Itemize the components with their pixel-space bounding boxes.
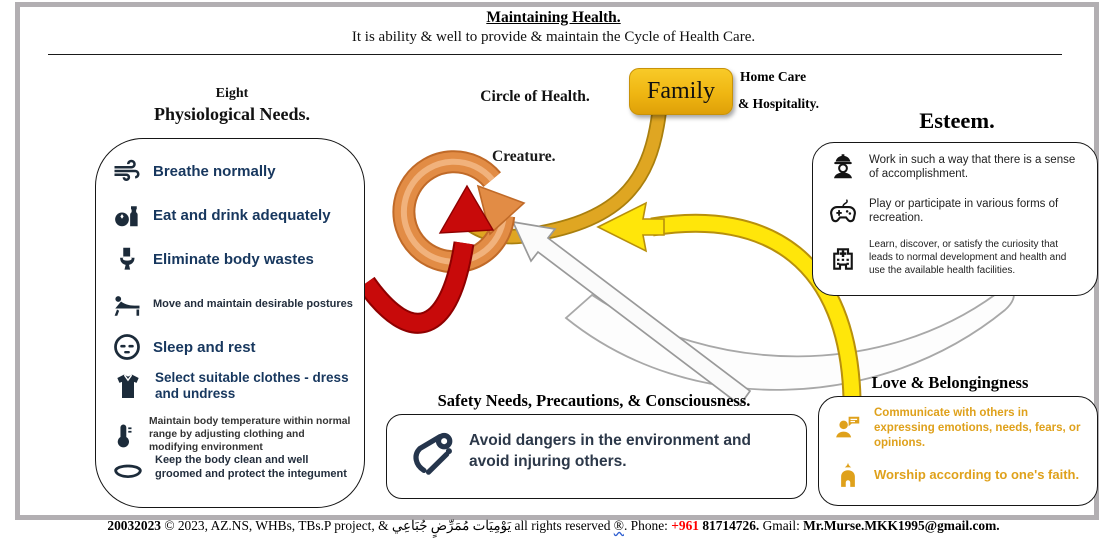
need-label: Breathe normally bbox=[153, 162, 276, 180]
food-drink-icon bbox=[112, 200, 142, 230]
sleep-icon bbox=[112, 332, 142, 362]
hospital-icon bbox=[828, 243, 858, 273]
list-item: Avoid dangers in the environment and avo… bbox=[406, 426, 786, 478]
list-item: Breathe normally bbox=[112, 156, 356, 186]
safety-item-text: Avoid dangers in the environment and avo… bbox=[469, 432, 751, 470]
need-label: Eat and drink adequately bbox=[153, 206, 331, 224]
thermometer-icon bbox=[112, 422, 138, 448]
need-label: Sleep and rest bbox=[153, 338, 256, 356]
list-item: Move and maintain desirable postures bbox=[112, 290, 356, 320]
esteem-box bbox=[812, 142, 1098, 296]
list-item: Work in such a way that there is a sense… bbox=[828, 152, 1084, 182]
posture-icon bbox=[112, 290, 142, 320]
physiological-title-line2: Physiological Needs. bbox=[154, 104, 310, 124]
creature-label: Creature. bbox=[492, 148, 556, 165]
esteem-item-text: Learn, discover, or satisfy the curiosit… bbox=[869, 239, 1067, 276]
safety-box bbox=[386, 414, 807, 499]
header-divider bbox=[48, 54, 1062, 55]
physiological-needs-box bbox=[95, 138, 365, 508]
page-subtitle: It is ability & well to provide & mainta… bbox=[351, 29, 756, 45]
list-item: Play or participate in various forms of … bbox=[828, 196, 1084, 226]
footer-gmail: Mr.Murse.MKK1995@gmail.com. bbox=[803, 518, 1000, 533]
home-care-note-line1: Home Care bbox=[740, 69, 807, 84]
love-item-text: Worship according to one's faith. bbox=[874, 466, 1080, 482]
list-item: Communicate with others in expressing em… bbox=[833, 406, 1083, 451]
list-item: Eat and drink adequately bbox=[112, 200, 356, 230]
love-item-text: Communicate with others in expressing em… bbox=[874, 407, 1081, 449]
need-label: Select suitable clothes - dress and undr… bbox=[155, 370, 349, 402]
esteem-item-text: Play or participate in various forms of … bbox=[869, 197, 1059, 224]
footer-gmail-label: Gmail: bbox=[762, 518, 800, 533]
list-item: Maintain body temperature within normal … bbox=[112, 416, 356, 455]
physiological-title-line1: Eight bbox=[215, 86, 249, 101]
need-label: Keep the body clean and well groomed and… bbox=[155, 454, 347, 480]
page-title: Maintaining Health. bbox=[0, 9, 1107, 27]
footer-arabic: يَوْمِيَات مُمَرِّضٍ جُبَاعِي bbox=[391, 518, 512, 533]
family-box: Family bbox=[629, 68, 733, 115]
list-item: Learn, discover, or satisfy the curiosit… bbox=[828, 238, 1084, 277]
need-label: Move and maintain desirable postures bbox=[153, 298, 353, 311]
footer-date-code: 20032023 bbox=[107, 518, 161, 533]
footer-rights: all rights reserved bbox=[514, 518, 611, 533]
footer-copyright: © 2023, AZ.NS, WHBs, TBs.P project, & bbox=[164, 518, 389, 533]
need-label: Eliminate body wastes bbox=[153, 250, 314, 268]
worker-icon bbox=[828, 152, 858, 182]
footer-phone-number: 81714726. bbox=[702, 518, 760, 533]
love-belongingness-box bbox=[818, 396, 1098, 506]
wind-icon bbox=[112, 156, 142, 186]
list-item: Eliminate body wastes bbox=[112, 244, 356, 274]
list-item: Keep the body clean and well groomed and… bbox=[112, 452, 356, 484]
footer-sep: . Phone: bbox=[623, 518, 668, 533]
home-care-note-line2: & Hospitality. bbox=[738, 96, 820, 111]
toilet-icon bbox=[112, 244, 142, 274]
need-label: Maintain body temperature within normal … bbox=[149, 416, 351, 453]
communicate-icon bbox=[833, 413, 863, 443]
registered-mark: ® bbox=[613, 518, 624, 533]
clothes-icon bbox=[112, 370, 144, 402]
worship-icon bbox=[833, 460, 863, 490]
game-controller-icon bbox=[828, 196, 858, 226]
list-item: Worship according to one's faith. bbox=[833, 460, 1083, 490]
safety-pin-icon bbox=[406, 426, 458, 478]
love-belongingness-title: Love & Belongingness bbox=[871, 373, 1029, 392]
bath-icon bbox=[112, 452, 144, 484]
circle-of-health-title: Circle of Health. bbox=[480, 88, 590, 105]
list-item: Select suitable clothes - dress and undr… bbox=[112, 370, 356, 402]
footer-phone-code: +961 bbox=[671, 518, 699, 533]
esteem-item-text: Work in such a way that there is a sense… bbox=[869, 153, 1076, 180]
page-title-text: Maintaining Health. bbox=[486, 9, 621, 26]
safety-title: Safety Needs, Precautions, & Consciousne… bbox=[437, 391, 751, 410]
esteem-title: Esteem. bbox=[919, 108, 995, 133]
list-item: Sleep and rest bbox=[112, 332, 356, 362]
footer-credits: 20032023 © 2023, AZ.NS, WHBs, TBs.P proj… bbox=[0, 518, 1107, 534]
